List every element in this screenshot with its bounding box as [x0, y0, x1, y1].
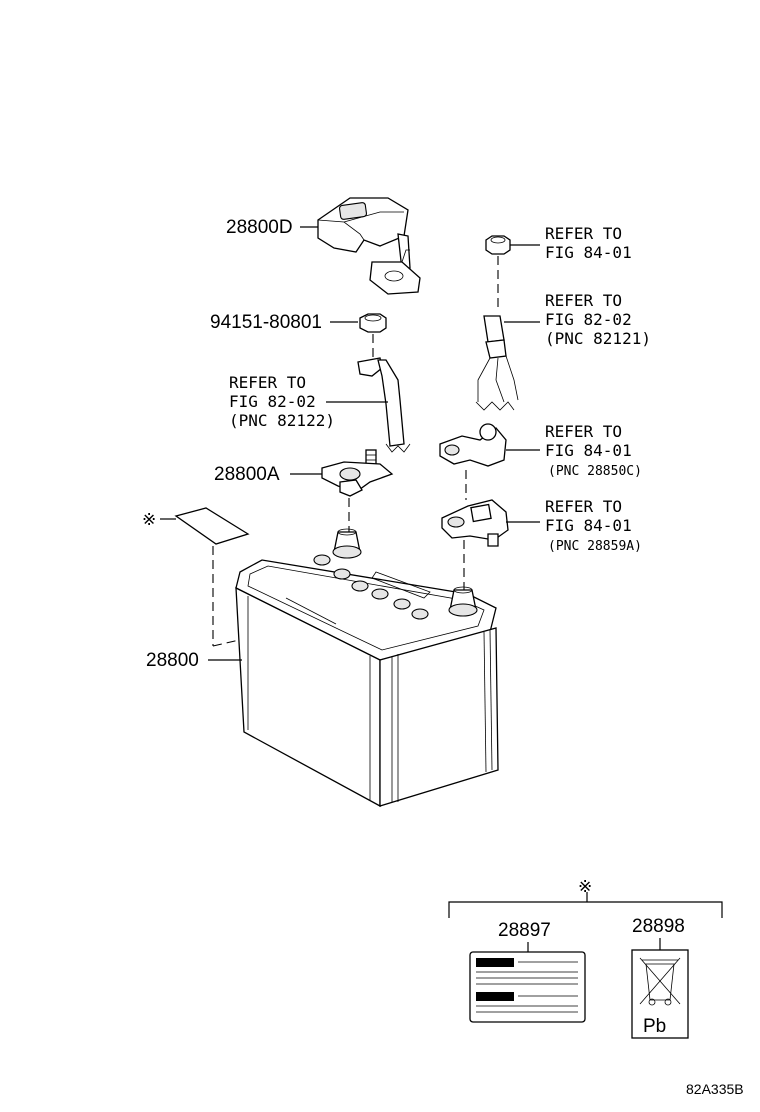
ref-28850c-line1: REFER TO: [545, 422, 622, 441]
figure-code: 82A335B: [686, 1081, 744, 1097]
ref-82122-line2: FIG 82-02: [229, 392, 316, 411]
ref-82121-line3: (PNC 82121): [545, 329, 651, 348]
ref-28850c-line2: FIG 84-01: [545, 441, 632, 460]
battery-part[interactable]: [235, 528, 499, 808]
caution-label-part-number[interactable]: 28897: [498, 920, 551, 941]
ref-82122-line1: REFER TO: [229, 373, 306, 392]
ref-84-01-a-line2: FIG 84-01: [545, 243, 632, 262]
label-group-bracket: [448, 901, 723, 918]
ref-82121-line2: FIG 82-02: [545, 310, 632, 329]
note-symbol-left: ※: [142, 510, 156, 529]
label-sticker: [174, 507, 250, 545]
cover-part-number[interactable]: 28800D: [226, 217, 293, 238]
negative-cable-part: [357, 357, 411, 453]
clamp-part-number[interactable]: 28800A: [214, 464, 280, 485]
positive-cable-part: [475, 315, 519, 411]
ref-28859a-line3: (PNC 28859A): [548, 539, 642, 554]
caution-label: [469, 951, 586, 1023]
battery-cover-part[interactable]: [317, 197, 421, 295]
ref-28859a-line2: FIG 84-01: [545, 516, 632, 535]
fusible-terminal-part: [441, 499, 509, 547]
right-terminal-nut: [485, 235, 511, 255]
ref-82122-line3: (PNC 82122): [229, 411, 335, 430]
recycle-label: Pb: [631, 949, 689, 1039]
negative-clamp-part[interactable]: [321, 461, 394, 497]
recycle-label-part-number[interactable]: 28898: [632, 916, 685, 937]
ref-84-01-a-line1: REFER TO: [545, 224, 622, 243]
ref-28859a-line1: REFER TO: [545, 497, 622, 516]
terminal-nut-part[interactable]: [359, 313, 387, 333]
ref-82121-line1: REFER TO: [545, 291, 622, 310]
battery-part-number[interactable]: 28800: [146, 650, 199, 671]
note-symbol-bottom: ※: [578, 877, 592, 896]
ref-28850c-line3: (PNC 28850C): [548, 464, 642, 479]
lead-symbol: Pb: [643, 1016, 666, 1037]
nut-part-number[interactable]: 94151-80801: [210, 312, 322, 333]
positive-terminal-part: [439, 423, 507, 500]
